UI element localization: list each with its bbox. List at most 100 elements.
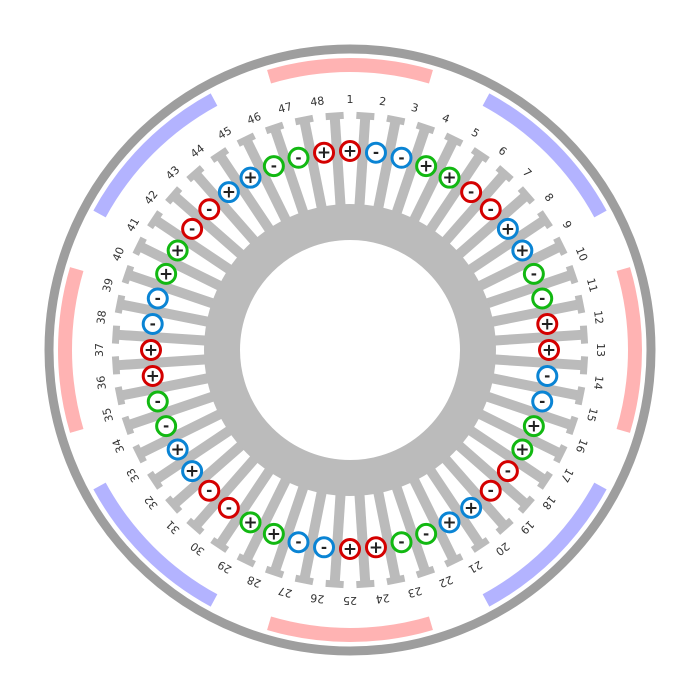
coil-sign: + bbox=[144, 341, 158, 361]
coil-ring-phase-c bbox=[155, 262, 178, 285]
slot-label-14: 14 bbox=[591, 375, 606, 391]
stator-tooth bbox=[210, 463, 277, 553]
stator-tooth bbox=[325, 489, 346, 589]
coil-sign: - bbox=[189, 220, 195, 238]
coil-ring-phase-a bbox=[479, 198, 502, 221]
slot-number: 34 bbox=[110, 437, 127, 455]
coil-ring-phase-b bbox=[390, 146, 413, 169]
slot-number: 42 bbox=[142, 188, 161, 207]
slot-number: 8 bbox=[541, 191, 556, 204]
coil-sign: - bbox=[271, 157, 277, 175]
stator-tooth bbox=[480, 264, 579, 310]
coil-ring-phase-c bbox=[155, 415, 178, 438]
coil-marker-slot-13: + bbox=[538, 339, 560, 361]
coil-marker-slot-11: - bbox=[531, 287, 554, 310]
slot-number: 7 bbox=[520, 166, 534, 180]
slot-label-12: 12 bbox=[591, 310, 606, 326]
coil-sign: - bbox=[488, 200, 494, 218]
coil-sign: + bbox=[243, 513, 257, 533]
coil-sign: + bbox=[501, 219, 515, 239]
stator-tooth bbox=[147, 210, 237, 277]
slot-label-7: 7 bbox=[520, 166, 534, 180]
stator-tooth bbox=[354, 111, 375, 211]
coil-ring-phase-b bbox=[239, 166, 262, 189]
slot-label-45: 45 bbox=[215, 124, 234, 142]
coil-sign: + bbox=[464, 498, 478, 518]
stator-tooth bbox=[132, 407, 227, 464]
coil-marker-slot-8: + bbox=[496, 217, 519, 240]
stator-tooth bbox=[294, 486, 328, 586]
coil-marker-slot-22: - bbox=[415, 522, 438, 545]
slot-label-11: 11 bbox=[584, 277, 600, 294]
slot-label-18: 18 bbox=[539, 493, 558, 512]
slot-label-15: 15 bbox=[584, 406, 600, 423]
coil-ring-phase-a bbox=[313, 141, 336, 164]
slot-label-42: 42 bbox=[142, 188, 161, 207]
slot-label-29: 29 bbox=[215, 558, 234, 576]
slot-label-36: 36 bbox=[94, 375, 109, 391]
slot-label-40: 40 bbox=[110, 245, 127, 263]
slot-number: 37 bbox=[93, 343, 106, 357]
pole-arc-n bbox=[616, 267, 642, 433]
slot-number: 1 bbox=[347, 93, 354, 106]
coil-sign: - bbox=[531, 265, 537, 283]
stator-tooth bbox=[121, 390, 220, 436]
coil-marker-slot-14: - bbox=[536, 364, 559, 387]
slot-number: 23 bbox=[406, 584, 423, 600]
coil-marker-slot-40: + bbox=[155, 262, 178, 285]
coil-sign: - bbox=[206, 482, 212, 500]
coil-ring-phase-a bbox=[496, 460, 519, 483]
slot-label-41: 41 bbox=[124, 215, 142, 234]
stator-tooth bbox=[121, 264, 220, 310]
stator-tooth bbox=[423, 147, 490, 237]
slot-number: 24 bbox=[375, 591, 391, 606]
slot-number: 6 bbox=[496, 144, 509, 159]
coil-sign: - bbox=[206, 200, 212, 218]
slot-number: 12 bbox=[591, 310, 606, 326]
coil-sign: - bbox=[539, 289, 545, 307]
stator-tooth bbox=[264, 121, 310, 220]
stator-tooth bbox=[473, 236, 568, 293]
stator-tooth bbox=[186, 451, 262, 535]
slot-label-2: 2 bbox=[378, 95, 387, 109]
slot-label-19: 19 bbox=[518, 518, 537, 537]
coil-ring-phase-a bbox=[479, 479, 502, 502]
slot-label-44: 44 bbox=[188, 142, 207, 161]
coil-sign: - bbox=[295, 149, 301, 167]
coil-sign: - bbox=[468, 183, 474, 201]
stator-tooth bbox=[390, 121, 436, 220]
stator-tooth bbox=[489, 325, 589, 346]
stator-tooth bbox=[132, 236, 227, 293]
coil-sign: + bbox=[442, 168, 456, 188]
slot-label-47: 47 bbox=[277, 100, 294, 116]
stator-tooth bbox=[111, 325, 211, 346]
slot-label-6: 6 bbox=[496, 144, 509, 159]
stator-tooth bbox=[147, 423, 237, 490]
coil-sign: - bbox=[398, 533, 404, 551]
coil-marker-slot-30: - bbox=[217, 496, 240, 519]
coil-sign: + bbox=[369, 538, 383, 558]
coil-sign: - bbox=[539, 393, 545, 411]
slot-label-9: 9 bbox=[560, 218, 575, 231]
slot-number: 22 bbox=[437, 573, 455, 590]
coil-marker-slot-25: + bbox=[339, 538, 361, 560]
coil-ring-phase-b bbox=[217, 181, 240, 204]
coil-marker-slot-28: + bbox=[262, 522, 285, 545]
coil-marker-slot-9: + bbox=[511, 239, 534, 262]
stator-tooth bbox=[354, 489, 375, 589]
slot-number: 25 bbox=[343, 594, 357, 607]
slot-number: 39 bbox=[100, 277, 116, 294]
coil-ring-phase-b bbox=[364, 141, 387, 164]
coil-marker-slot-2: - bbox=[364, 141, 387, 164]
coil-sign: - bbox=[155, 289, 161, 307]
coil-marker-slot-42: - bbox=[181, 217, 204, 240]
slot-number: 33 bbox=[124, 466, 142, 485]
slot-label-33: 33 bbox=[124, 466, 142, 485]
stator-tooth bbox=[489, 354, 589, 375]
coil-ring-phase-b bbox=[496, 217, 519, 240]
coil-marker-slot-6: - bbox=[460, 181, 483, 204]
coil-marker-slot-37: + bbox=[140, 339, 162, 361]
stator-tooth bbox=[480, 390, 579, 436]
slot-label-20: 20 bbox=[493, 539, 512, 558]
slot-label-3: 3 bbox=[410, 101, 420, 115]
